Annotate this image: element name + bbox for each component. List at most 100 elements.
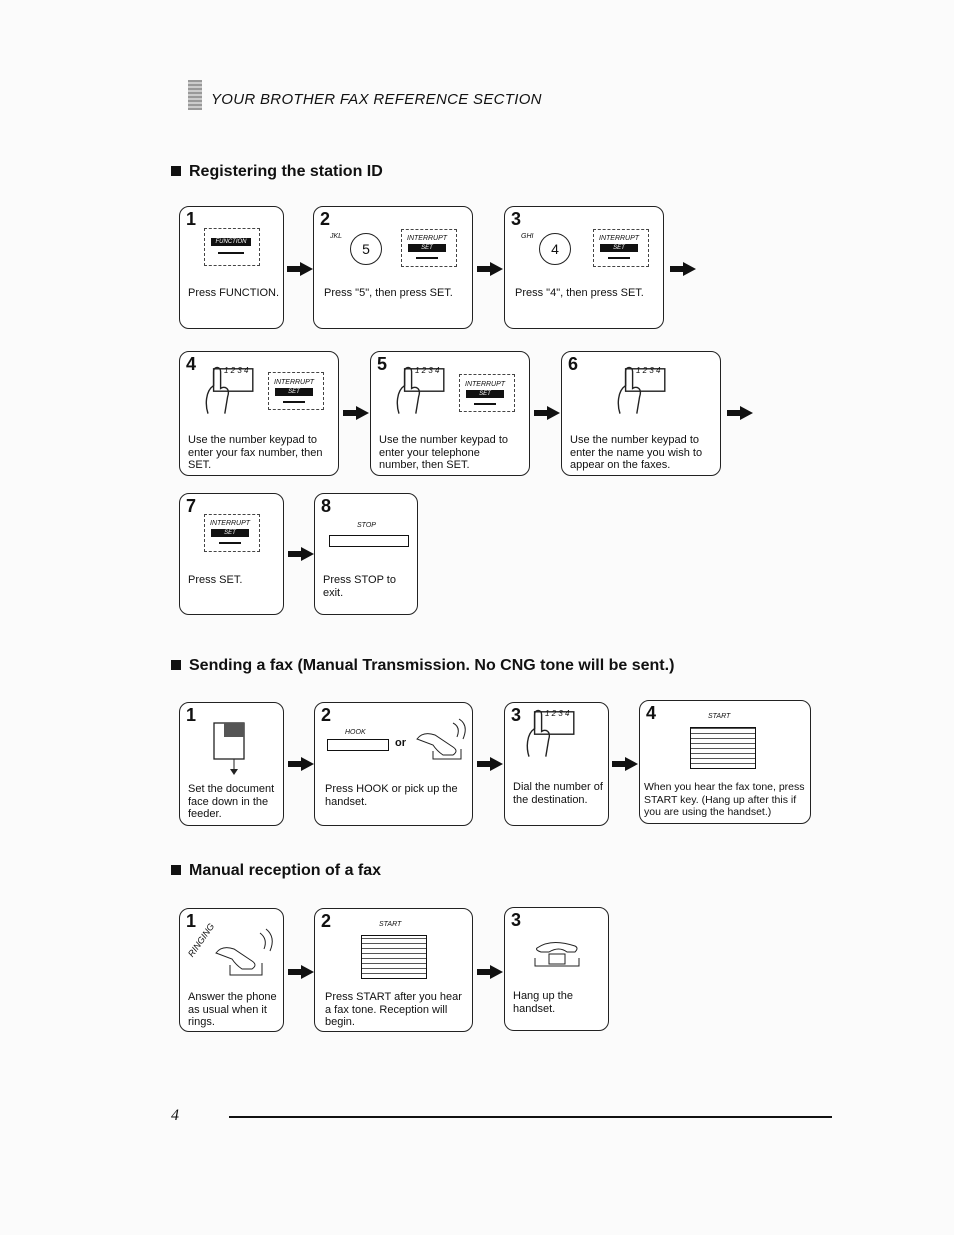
step-box: 1 Set the document face down in the feed…	[179, 702, 284, 826]
key-label: START	[708, 713, 731, 720]
step-number: 7	[186, 496, 197, 516]
key-label: INTERRUPT	[210, 520, 251, 527]
step-caption: Press SET.	[188, 574, 243, 586]
dial-key: 5	[350, 233, 382, 265]
step-number: 1	[186, 705, 197, 725]
step-number: 8	[321, 496, 332, 516]
section-title-text: Sending a fax (Manual Transmission. No C…	[189, 657, 675, 674]
start-key	[690, 727, 756, 769]
key-label: STOP	[357, 522, 376, 529]
section-title-text: Manual reception of a fax	[189, 862, 382, 879]
key-indicator	[218, 252, 244, 254]
step-box: 6 1 2 3 4 Use the number keypad to enter…	[561, 351, 721, 476]
arrow-icon	[727, 406, 753, 420]
page-number: 4	[171, 1107, 179, 1124]
step-number: 3	[511, 209, 522, 229]
step-number: 4	[186, 354, 197, 374]
step-box: 2 HOOK or Press HOOK or pick up the hand…	[314, 702, 473, 826]
step-box: 4 START When you hear the fax tone, pres…	[639, 700, 811, 824]
finger-keypad-icon	[205, 366, 254, 415]
handset-icon	[416, 718, 466, 760]
step-box: 5 1 2 3 4 INTERRUPT SET Use the number k…	[370, 351, 530, 476]
keypad-digits: 1 2 3 4	[415, 366, 440, 375]
key-label: INTERRUPT	[407, 235, 448, 242]
running-title: YOUR BROTHER FAX REFERENCE SECTION	[211, 91, 542, 108]
footer-rule	[229, 1116, 832, 1118]
step-caption: Dial the number of the destination.	[513, 781, 603, 806]
arrow-icon	[288, 757, 314, 771]
dial-label: GHI	[521, 233, 534, 240]
step-caption: Press START after you hear a fax tone. R…	[325, 991, 462, 1028]
dial-label: JKL	[330, 233, 343, 240]
key-label: INTERRUPT	[465, 381, 506, 388]
step-box: 1 RINGING Answer the phone as usual when…	[179, 908, 284, 1032]
key-indicator	[608, 257, 630, 259]
step-number: 6	[568, 354, 579, 374]
key-indicator	[283, 401, 305, 403]
or-text: or	[395, 737, 406, 749]
arrow-icon	[670, 262, 696, 276]
step-box: 8 STOP Press STOP to exit.	[314, 493, 418, 615]
stop-key	[329, 535, 409, 547]
finger-keypad-icon	[617, 366, 666, 415]
step-caption: Press FUNCTION.	[188, 287, 280, 299]
step-caption: When you hear the fax tone, press START …	[644, 781, 805, 818]
keypad-digits: 1 2 3 4	[545, 709, 570, 718]
step-box: 7 INTERRUPT SET Press SET.	[179, 493, 284, 615]
key-outline	[204, 514, 260, 552]
step-box: 4 1 2 3 4 INTERRUPT SET Use the number k…	[179, 351, 339, 476]
step-caption: Press "4", then press SET.	[515, 287, 644, 299]
function-key: FUNCTION	[211, 238, 251, 246]
step-caption: Use the number keypad to enter your tele…	[379, 434, 509, 471]
step-number: 5	[377, 354, 388, 374]
key-indicator	[474, 403, 496, 405]
step-box: 3 Hang up the handset.	[504, 907, 609, 1031]
step-number: 3	[511, 910, 522, 930]
arrow-icon	[477, 965, 503, 979]
step-caption: Press HOOK or pick up the handset.	[325, 783, 458, 808]
finger-keypad-icon	[526, 709, 575, 758]
section-title-text: Registering the station ID	[189, 163, 383, 180]
step-box: 2 START Press START after you hear a fax…	[314, 908, 473, 1032]
hook-key	[327, 739, 389, 751]
step-box: 2 JKL 5 INTERRUPT SET Press "5", then pr…	[313, 206, 473, 329]
step-caption: Use the number keypad to enter the name …	[570, 434, 703, 471]
start-key	[361, 935, 427, 979]
key-outline	[204, 228, 260, 266]
step-number: 2	[320, 209, 331, 229]
arrow-icon	[477, 757, 503, 771]
step-caption: Hang up the handset.	[513, 990, 573, 1015]
section-title-reception: Manual reception of a fax	[171, 862, 381, 880]
key-outline	[593, 229, 649, 267]
step-caption: Answer the phone as usual when it rings.	[188, 991, 277, 1028]
step-number: 1	[186, 911, 197, 931]
step-box: 3 1 2 3 4 Dial the number of the destina…	[504, 702, 609, 826]
document-feeder-icon	[213, 722, 245, 775]
keypad-digits: 1 2 3 4	[224, 366, 249, 375]
key-indicator	[416, 257, 438, 259]
step-caption: Press STOP to exit.	[323, 574, 396, 599]
hung-up-phone-icon	[534, 942, 580, 967]
arrow-icon	[343, 406, 369, 420]
step-number: 2	[321, 911, 332, 931]
key-outline	[268, 372, 324, 410]
arrow-icon	[534, 406, 560, 420]
arrow-icon	[287, 262, 313, 276]
arrow-icon	[288, 965, 314, 979]
arrow-icon	[612, 757, 638, 771]
step-number: 4	[646, 703, 657, 723]
key-outline	[401, 229, 457, 267]
set-key: SET	[600, 244, 638, 252]
key-label: START	[379, 921, 402, 928]
key-label: INTERRUPT	[599, 235, 640, 242]
step-number: 3	[511, 705, 522, 725]
step-caption: Use the number keypad to enter your fax …	[188, 434, 323, 471]
set-key: SET	[466, 390, 504, 398]
key-indicator	[219, 542, 241, 544]
set-key: SET	[275, 388, 313, 396]
ringing-phone-icon	[215, 928, 273, 976]
step-caption: Press "5", then press SET.	[324, 287, 453, 299]
set-key: SET	[408, 244, 446, 252]
arrow-icon	[288, 547, 314, 561]
section-title-sending: Sending a fax (Manual Transmission. No C…	[171, 657, 674, 675]
